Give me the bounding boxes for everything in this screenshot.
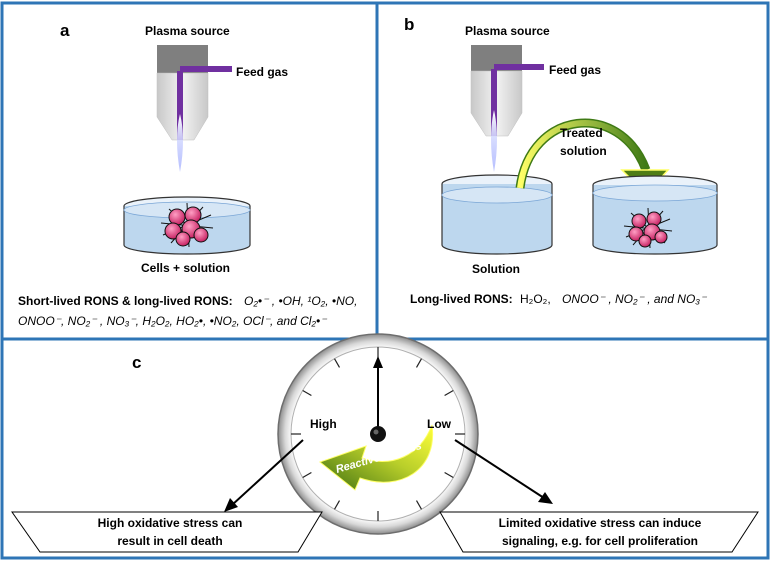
panel-c-right-box-line1: Limited oxidative stress can induce (499, 516, 702, 530)
panel-b-cells-dish (592, 175, 718, 255)
panel-b-label: b (404, 15, 414, 34)
panel-a-cells (160, 202, 214, 248)
panel-b-plasma-jet (491, 110, 497, 172)
panel-c-left-box-line1: High oxidative stress can (98, 516, 243, 530)
panel-b-treated-line2: solution (560, 144, 607, 158)
panel-c-right-arrow (454, 439, 553, 504)
panel-a-plasma-jet (177, 114, 183, 172)
panel-b-solution-dish (441, 174, 553, 255)
panel-c-low-label: Low (427, 417, 452, 431)
panel-c: c (11, 333, 759, 553)
panel-a-dish-caption: Cells + solution (141, 261, 230, 275)
panel-c-high-label: High (310, 417, 337, 431)
panel-c-label: c (132, 353, 141, 372)
panel-a-dish (123, 196, 251, 255)
panel-b-dish-caption: Solution (472, 262, 520, 276)
panel-c-right-box: Limited oxidative stress can induce sign… (439, 511, 759, 553)
panel-b-plasma-source-label: Plasma source (465, 24, 550, 38)
panel-c-gauge-hub (370, 426, 386, 442)
panel-c-left-box: High oxidative stress can result in cell… (11, 511, 323, 553)
panel-a-feed-gas-label: Feed gas (236, 65, 288, 79)
panel-a-rons-heading: Short-lived RONS & long-lived RONS: (18, 294, 233, 308)
panel-b: b Plasma source Feed gas Solution Treate… (404, 15, 718, 306)
panel-a-rons-line2: ONOO⁻, NO₂⁻ , NO₃⁻, H₂O₂, HO₂•, •NO₂, OC… (18, 314, 328, 328)
panel-b-feed-gas-label: Feed gas (549, 63, 601, 77)
panel-c-right-box-line2: signaling, e.g. for cell proliferation (502, 534, 698, 548)
panel-b-cells (623, 207, 673, 249)
panel-b-rons-plain: H₂O₂, (520, 292, 551, 306)
panel-c-left-arrow (224, 439, 304, 512)
panel-a: a Plasma source Feed gas (18, 21, 357, 328)
panel-c-left-box-line2: result in cell death (117, 534, 222, 548)
panel-b-plasma-torch (470, 45, 544, 172)
panel-c-gauge: Reactive species High Low (277, 333, 479, 535)
panel-a-rons-line1: O₂•⁻ , •OH, ¹O₂, •NO, (244, 294, 357, 308)
panel-a-label: a (60, 21, 70, 40)
panel-a-plasma-source-label: Plasma source (145, 24, 230, 38)
panel-b-rons-heading: Long-lived RONS: (410, 292, 513, 306)
panel-b-rons-italic: ONOO⁻ , NO₂⁻ , and NO₃⁻ (562, 292, 708, 306)
panel-c-gauge-ticks (291, 347, 465, 521)
panel-b-treated-line1: Treated (560, 126, 603, 140)
panel-a-plasma-torch (156, 45, 232, 172)
